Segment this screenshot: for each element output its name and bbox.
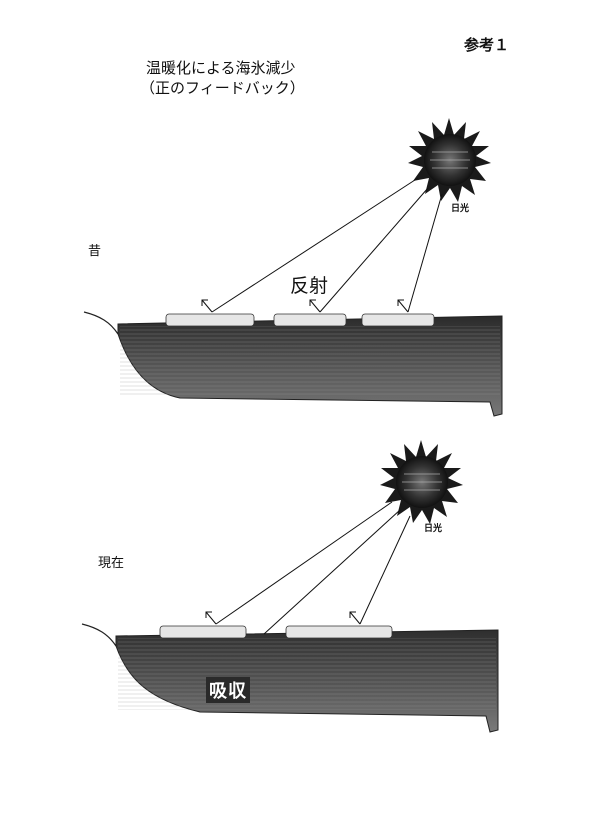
past-label: 昔: [88, 244, 102, 259]
past-ice-floe-1: [165, 313, 255, 327]
past-ice-floe-3: [361, 313, 435, 327]
reference-label: 参考１: [464, 36, 510, 54]
past-reflect-arrow-2: [309, 299, 321, 313]
present-reflect-arrow-2: [349, 611, 361, 625]
present-sun-icon: [380, 440, 463, 524]
past-ocean-texture: [120, 326, 500, 396]
present-ray-3: [359, 515, 411, 625]
reflection-label: 反射: [290, 275, 329, 297]
past-sunlight-label: 日光: [451, 204, 470, 214]
present-ocean-texture: [118, 638, 496, 710]
present-ray-2: [263, 509, 401, 635]
present-sunlight-label: 日光: [424, 524, 443, 534]
present-label: 現在: [98, 556, 125, 571]
past-ray-2: [319, 187, 429, 313]
past-sun-icon: [408, 118, 491, 202]
past-ray-3: [407, 193, 443, 313]
present-ice-floe-1: [159, 625, 247, 639]
present-reflect-arrow-1: [205, 611, 217, 625]
past-ray-1: [211, 177, 419, 313]
absorption-label: 吸収: [206, 677, 250, 703]
diagram-title: 温暖化による海氷減少: [146, 59, 296, 77]
past-scene: [83, 118, 503, 417]
past-reflect-arrow-1: [201, 299, 213, 313]
present-coast-line: [81, 623, 117, 647]
present-ice-floe-2: [285, 625, 393, 639]
diagram-subtitle: （正のフィードバック）: [140, 79, 305, 97]
past-coast-line: [83, 311, 119, 335]
past-reflect-arrow-3: [397, 299, 409, 313]
past-ice-floe-2: [273, 313, 347, 327]
present-ray-1: [215, 501, 393, 625]
present-scene: [81, 440, 499, 733]
